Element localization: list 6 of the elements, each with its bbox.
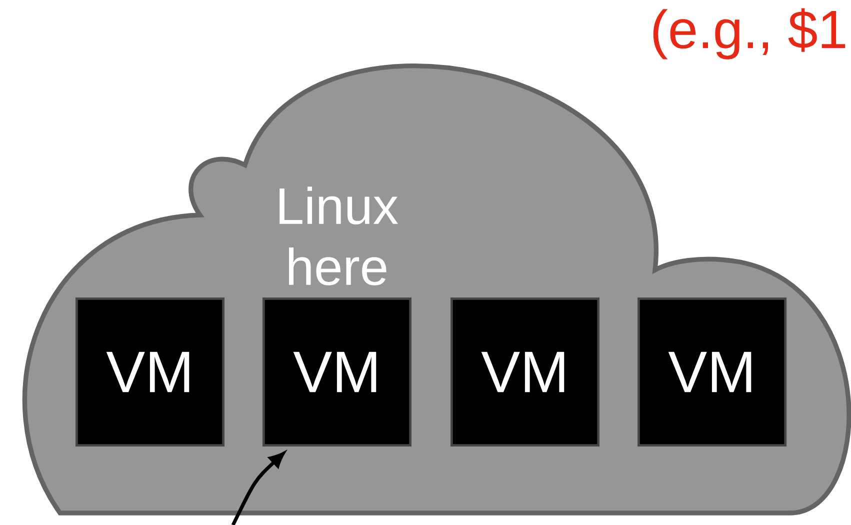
vm-box: VM [450, 298, 600, 447]
vm-box: VM [262, 298, 412, 447]
note-text: (e.g., $1 [653, 8, 846, 60]
vm-box: VM [76, 298, 225, 447]
vm-box: VM [638, 298, 787, 447]
caption-text: Linux here [280, 186, 398, 286]
